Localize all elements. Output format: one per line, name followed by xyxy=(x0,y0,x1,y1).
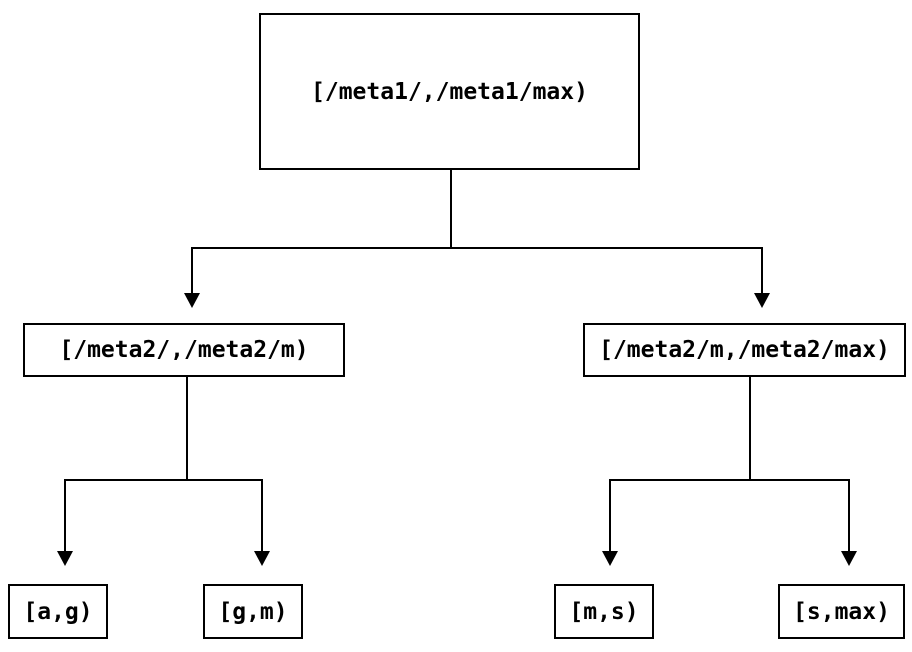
arrowhead-to-meta2-high-icon xyxy=(754,293,770,308)
edge-root-crossbar xyxy=(191,247,763,294)
tree-node-meta2-high-label: [/meta2/m,/meta2/max) xyxy=(599,337,890,363)
tree-node-leaf-smax: [s,max) xyxy=(778,584,905,639)
tree-node-leaf-gm: [g,m) xyxy=(203,584,303,639)
arrowhead-to-meta2-low-icon xyxy=(184,293,200,308)
arrowhead-to-leaf-gm-icon xyxy=(254,551,270,566)
edge-meta2-low-crossbar xyxy=(64,479,263,552)
tree-node-leaf-gm-label: [g,m) xyxy=(218,598,288,625)
tree-node-meta2-low-label: [/meta2/,/meta2/m) xyxy=(59,337,309,363)
tree-node-leaf-ms-label: [m,s) xyxy=(569,598,639,625)
tree-node-leaf-ms: [m,s) xyxy=(554,584,654,639)
tree-node-root-label: [/meta1/,/meta1/max) xyxy=(311,78,588,105)
tree-node-meta2-high: [/meta2/m,/meta2/max) xyxy=(583,323,906,377)
arrowhead-to-leaf-smax-icon xyxy=(841,551,857,566)
tree-node-leaf-ag: [a,g) xyxy=(8,584,108,639)
tree-node-leaf-smax-label: [s,max) xyxy=(793,598,890,625)
arrowhead-to-leaf-ag-icon xyxy=(57,551,73,566)
tree-node-leaf-ag-label: [a,g) xyxy=(23,598,93,625)
arrowhead-to-leaf-ms-icon xyxy=(602,551,618,566)
tree-node-root: [/meta1/,/meta1/max) xyxy=(259,13,640,170)
edge-meta2-high-crossbar xyxy=(609,479,850,552)
tree-node-meta2-low: [/meta2/,/meta2/m) xyxy=(23,323,345,377)
